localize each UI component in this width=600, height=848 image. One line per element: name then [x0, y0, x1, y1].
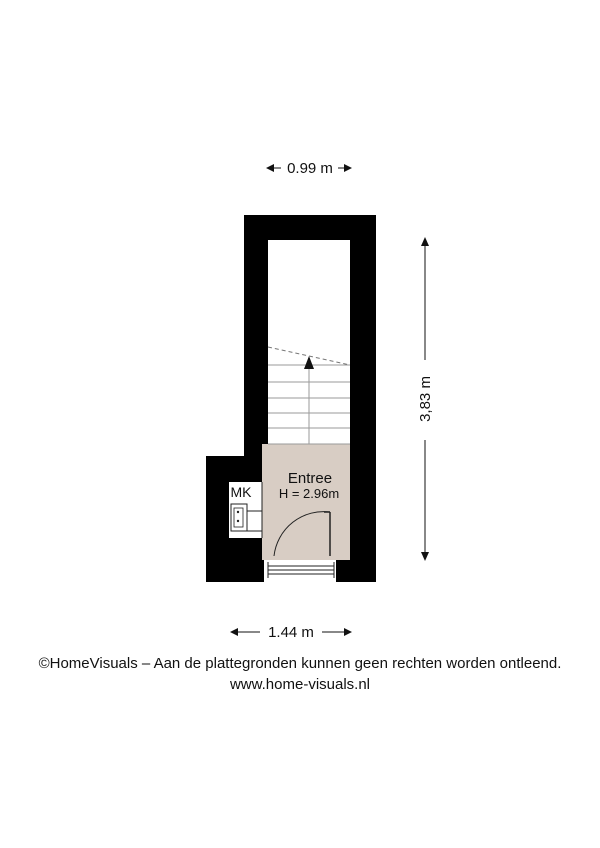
right-dimension-label: 3,83 m	[417, 376, 434, 422]
right-dimension	[421, 237, 429, 561]
staircase	[267, 346, 351, 445]
meter-cupboard-inner	[233, 507, 244, 528]
website-link[interactable]: www.home-visuals.nl	[229, 676, 371, 693]
top-dimension-label: 0.99 m	[287, 160, 333, 177]
front-door	[273, 511, 331, 557]
stair-direction-arrow	[304, 356, 314, 369]
meter-dot	[236, 510, 240, 514]
copyright-notice: ©HomeVisuals – Aan de plattegronden kunn…	[38, 655, 562, 672]
top-dimension	[266, 164, 352, 172]
meter-cupboard-label: MK	[231, 484, 253, 500]
meter-dot	[236, 519, 240, 523]
room-name: Entree	[288, 470, 332, 487]
room-height: H = 2.96m	[279, 486, 339, 501]
bottom-dimension	[230, 628, 352, 636]
bottom-dimension-label: 1.44 m	[268, 624, 314, 641]
entree-floor-upper	[268, 444, 350, 470]
threshold-window	[264, 560, 336, 582]
